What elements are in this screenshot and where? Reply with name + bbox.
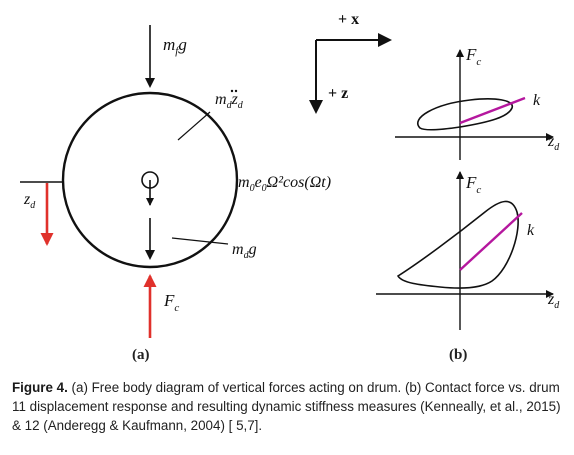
bottom-stiffness-label: k xyxy=(527,222,535,239)
figure-caption-label: Figure 4. xyxy=(12,380,68,395)
top-plot-y-label: Fc xyxy=(465,45,481,68)
panel-b-top-plot: Fc zd k xyxy=(395,45,560,160)
bottom-hysteresis-loop xyxy=(396,200,519,289)
label-contact-force: Fc xyxy=(163,291,179,314)
label-displacement: zd xyxy=(23,191,36,211)
panel-a: mfg mdzd m0e0Ω²cos(Ωt) mdg zd Fc xyxy=(20,25,331,363)
axis-key-x-label: + x xyxy=(338,11,359,28)
top-stiffness-line xyxy=(459,96,526,125)
axes-key: + x + z xyxy=(309,11,392,114)
double-dot-1 xyxy=(230,89,234,93)
panel-b-bottom-plot: Fc zd k (b) xyxy=(376,171,560,363)
drum-weight-leader-line xyxy=(171,237,229,245)
figure-caption: Figure 4. (a) Free body diagram of verti… xyxy=(12,378,568,435)
bottom-plot-x-label: zd xyxy=(547,291,560,311)
axis-key-z-label: + z xyxy=(328,85,348,102)
label-frame-weight: mfg xyxy=(163,35,187,57)
label-drum-inertia: mdzd xyxy=(215,91,244,111)
drum-circle xyxy=(61,91,239,269)
bottom-stiffness-line xyxy=(459,212,523,271)
panel-a-tag: (a) xyxy=(132,347,150,363)
label-drum-weight: mdg xyxy=(232,241,257,261)
figure-caption-text: (a) Free body diagram of vertical forces… xyxy=(12,380,561,433)
inertia-leader-line xyxy=(177,111,211,141)
panel-b-tag: (b) xyxy=(449,347,467,363)
top-stiffness-label: k xyxy=(533,92,541,109)
double-dot-2 xyxy=(234,89,238,93)
top-plot-x-label: zd xyxy=(547,133,560,153)
top-hysteresis-loop xyxy=(417,98,513,131)
free-body-diagram-figure: mfg mdzd m0e0Ω²cos(Ωt) mdg zd Fc xyxy=(20,11,560,363)
label-eccentric-force: m0e0Ω²cos(Ωt) xyxy=(238,174,331,194)
bottom-plot-y-label: Fc xyxy=(465,173,481,196)
